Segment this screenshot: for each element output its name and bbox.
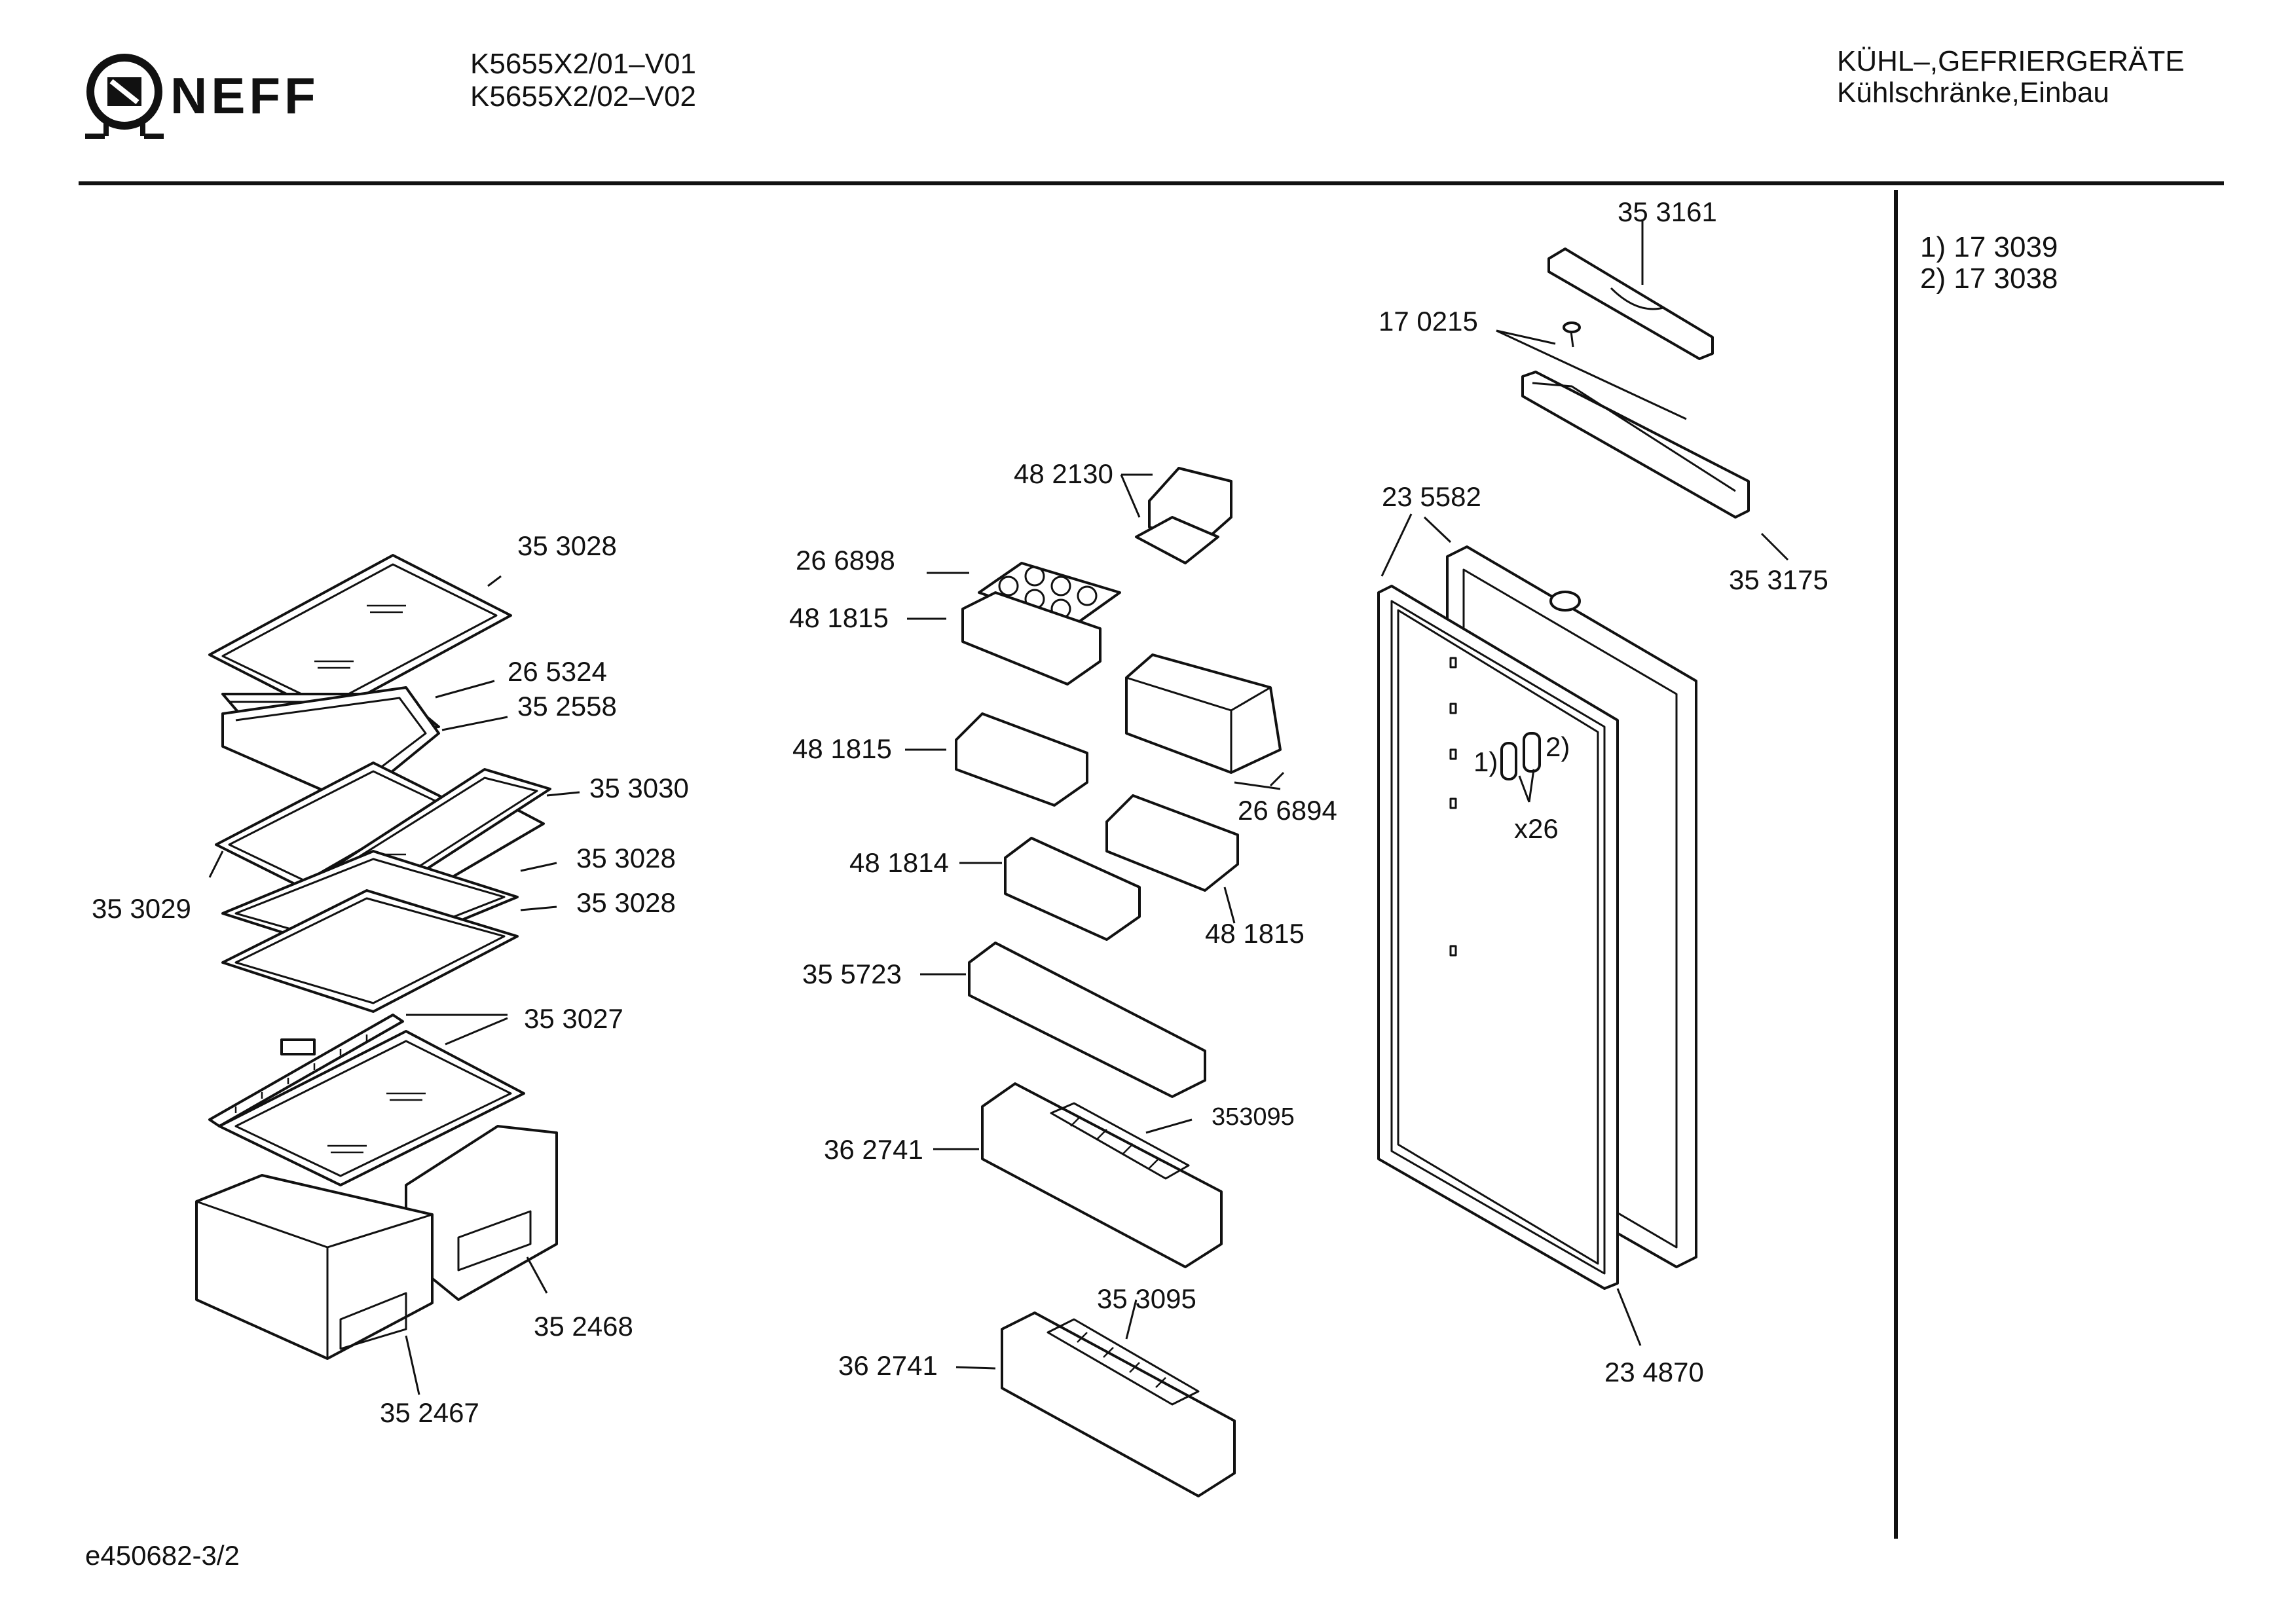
- handle-cover-353161: [1547, 247, 1714, 360]
- label-353175: 35 3175: [1729, 564, 1828, 595]
- label-353095-upper: 353095: [1212, 1103, 1295, 1131]
- label-362741-lower: 36 2741: [838, 1350, 938, 1381]
- label-234870: 23 4870: [1604, 1357, 1704, 1387]
- shelf-tray-352558: [221, 686, 440, 794]
- label-352558: 35 2558: [517, 691, 617, 722]
- glass-shelf-353028-top: [208, 554, 512, 716]
- bottle-holder-266894: [1125, 653, 1282, 774]
- label-note-1: 1): [1473, 746, 1498, 777]
- label-353161: 35 3161: [1618, 196, 1717, 227]
- door-bin-362741-lower: [1001, 1311, 1236, 1497]
- drawing-id: e450682-3/2: [85, 1540, 240, 1571]
- door-bin-481814: [1004, 837, 1141, 941]
- label-note-2: 2): [1546, 731, 1570, 762]
- door-bin-481815-a: [961, 591, 1102, 686]
- label-353027: 35 3027: [524, 1003, 623, 1034]
- door-bin-481815-c: [1105, 794, 1239, 892]
- door-bin-362741-upper: [981, 1082, 1223, 1268]
- label-352468: 35 2468: [534, 1311, 633, 1342]
- label-353028-b: 35 3028: [576, 843, 676, 873]
- crisper-drawer-352467: [195, 1174, 434, 1360]
- model-number-1: K5655X2/01–V01: [470, 48, 696, 80]
- category-subtitle: Kühlschränke,Einbau: [1837, 77, 2109, 109]
- leader-lines: [208, 219, 1789, 1395]
- screw-170215: [1563, 321, 1581, 348]
- label-266894: 26 6894: [1238, 795, 1337, 826]
- label-170215: 17 0215: [1379, 306, 1478, 337]
- neff-logo: NEFF: [79, 51, 354, 143]
- door-bin-481815-b: [955, 712, 1088, 807]
- door-gasket-234870: [1377, 585, 1619, 1290]
- label-353028-c: 35 3028: [576, 887, 676, 918]
- category-title: KÜHL–,GEFRIERGERÄTE: [1837, 45, 2185, 77]
- label-482130: 48 2130: [1014, 458, 1113, 489]
- note-line-2: 2) 17 3038: [1920, 263, 2058, 295]
- label-353030: 35 3030: [589, 773, 689, 803]
- brand-wordmark: NEFF: [170, 67, 320, 124]
- label-235582: 23 5582: [1382, 481, 1481, 512]
- label-362741-upper: 36 2741: [824, 1134, 923, 1165]
- shelf-support-clips: [1500, 732, 1541, 780]
- model-number-2: K5655X2/02–V02: [470, 81, 696, 113]
- hinge-bracket-353175: [1521, 371, 1750, 519]
- rear-clip-353027: [208, 1014, 404, 1127]
- label-266898: 26 6898: [796, 545, 895, 576]
- label-x26: x26: [1514, 813, 1559, 844]
- label-353095-lower: 35 3095: [1097, 1283, 1196, 1314]
- label-352467: 35 2467: [380, 1397, 479, 1428]
- crisper-cover-glass: [218, 1030, 525, 1186]
- butter-box-482130: [1135, 467, 1232, 564]
- label-265324: 26 5324: [508, 656, 607, 687]
- glass-shelf-353028-low: [221, 889, 519, 1013]
- label-353028-a: 35 3028: [517, 530, 617, 561]
- label-481815-c: 48 1815: [1205, 918, 1305, 949]
- label-481814: 48 1814: [849, 847, 949, 878]
- note-line-1: 1) 17 3039: [1920, 231, 2058, 263]
- label-481815-a: 48 1815: [789, 602, 889, 633]
- label-353029: 35 3029: [92, 893, 191, 924]
- label-355723: 35 5723: [802, 959, 902, 989]
- door-bin-355723: [968, 942, 1206, 1098]
- label-481815-b: 48 1815: [792, 733, 892, 764]
